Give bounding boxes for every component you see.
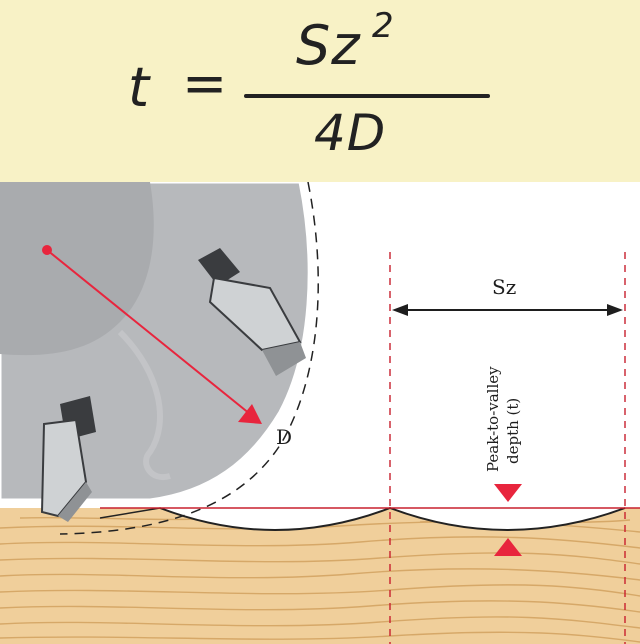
formula-denominator: 4D bbox=[314, 104, 387, 162]
label-sz: Sz bbox=[492, 275, 516, 299]
label-d: D bbox=[276, 425, 292, 449]
lower-knife bbox=[40, 396, 96, 522]
formula-equals: = bbox=[182, 52, 229, 115]
fraction-bar bbox=[244, 94, 490, 98]
depth-label-line2: depth (t) bbox=[504, 398, 522, 464]
cutter-hub bbox=[0, 182, 154, 356]
formula-exponent: 2 bbox=[372, 6, 395, 46]
wood-board bbox=[0, 500, 640, 644]
diameter-arrow bbox=[42, 245, 262, 424]
sz-dimension bbox=[392, 304, 623, 316]
depth-arrow-up bbox=[494, 538, 522, 556]
formula-numerator: Sz bbox=[296, 14, 361, 77]
cutting-circle bbox=[59, 182, 319, 535]
depth-arrow-down bbox=[494, 484, 522, 502]
guide-lines bbox=[100, 252, 640, 644]
upper-knife bbox=[198, 248, 306, 376]
formula-lhs: t bbox=[128, 56, 151, 119]
depth-label-line1: Peak-to-valley bbox=[484, 366, 502, 472]
depth-label: Peak-to-valley depth (t) bbox=[484, 366, 522, 472]
cutter-diagram: D Sz Peak-to-valley depth (t) bbox=[0, 182, 640, 644]
formula-panel: t = Sz 2 4D bbox=[0, 0, 640, 182]
